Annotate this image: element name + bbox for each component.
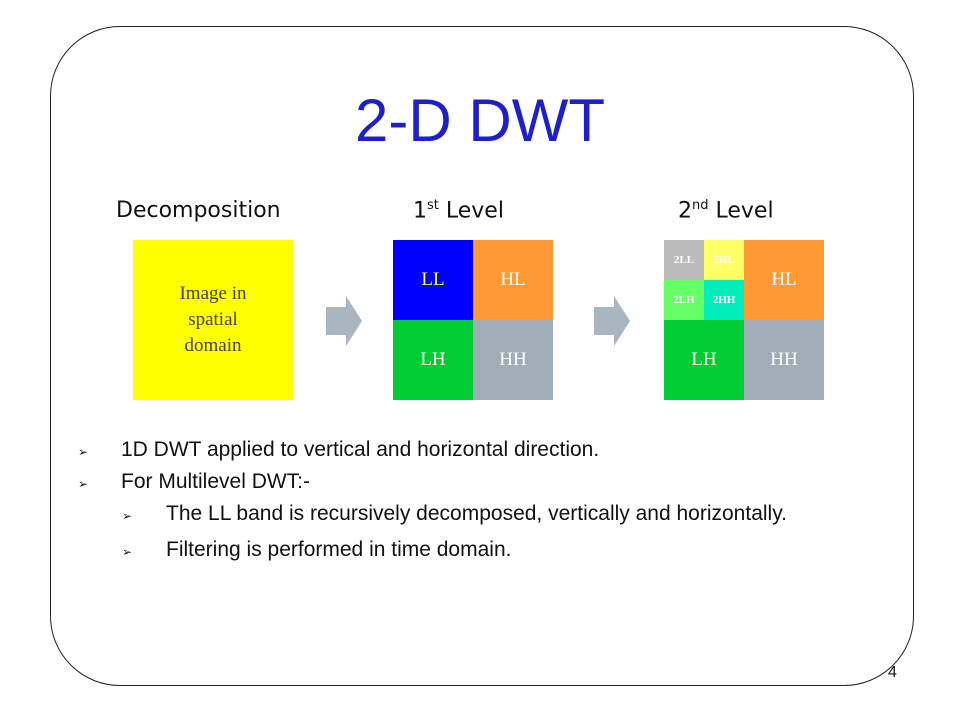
bullet-item: ➢ For Multilevel DWT:- — [78, 470, 878, 494]
bullet-list: ➢ 1D DWT applied to vertical and horizon… — [78, 438, 878, 562]
level2-2lh-band: 2LH — [664, 280, 704, 320]
bullet-item: ➢ 1D DWT applied to vertical and horizon… — [78, 438, 878, 462]
spatial-line-2: spatial — [188, 309, 238, 330]
page-number: 4 — [888, 664, 897, 681]
level1-ll-band: LL — [393, 240, 473, 320]
level2-hl-band: HL — [744, 240, 824, 320]
level2-hh-band: HH — [744, 320, 824, 400]
arrow-icon — [326, 296, 362, 346]
level2-lh-band: LH — [664, 320, 744, 400]
level2-label: 2nd Level — [678, 198, 774, 224]
slide-title: 2-D DWT — [355, 87, 605, 154]
level2-2ll-band: 2LL — [664, 240, 704, 280]
spatial-line-1: Image in — [179, 283, 247, 304]
level1-grid: LL HL LH HH — [393, 240, 553, 400]
slide-frame — [50, 26, 914, 686]
spatial-domain-box: Image in spatial domain — [133, 240, 293, 400]
bullet-arrow-icon: ➢ — [78, 445, 89, 459]
level1-hh-band: HH — [473, 320, 553, 400]
bullet-arrow-icon: ➢ — [122, 545, 133, 559]
arrow-icon — [594, 296, 630, 346]
sub-bullet-item: ➢ Filtering is performed in time domain. — [78, 538, 878, 562]
level2-2hh-band: 2HH — [704, 280, 744, 320]
spatial-line-3: domain — [184, 335, 242, 356]
level1-hl-band: HL — [473, 240, 553, 320]
sub-bullet-text: Filtering is performed in time domain. — [166, 538, 512, 561]
sub-bullet-item: ➢ The LL band is recursively decomposed,… — [78, 502, 878, 526]
bullet-text: 1D DWT applied to vertical and horizonta… — [121, 438, 600, 461]
level1-lh-band: LH — [393, 320, 473, 400]
level1-label: 1st Level — [413, 198, 504, 224]
bullet-text: For Multilevel DWT:- — [121, 470, 311, 493]
bullet-arrow-icon: ➢ — [78, 477, 89, 491]
decomposition-label: Decomposition — [116, 198, 281, 223]
bullet-arrow-icon: ➢ — [122, 509, 133, 523]
level2-2hl-band: 2HL — [704, 240, 744, 280]
level2-grid: 2LL 2HL 2LH 2HH HL LH HH — [664, 240, 824, 400]
sub-bullet-text: The LL band is recursively decomposed, v… — [166, 502, 787, 525]
